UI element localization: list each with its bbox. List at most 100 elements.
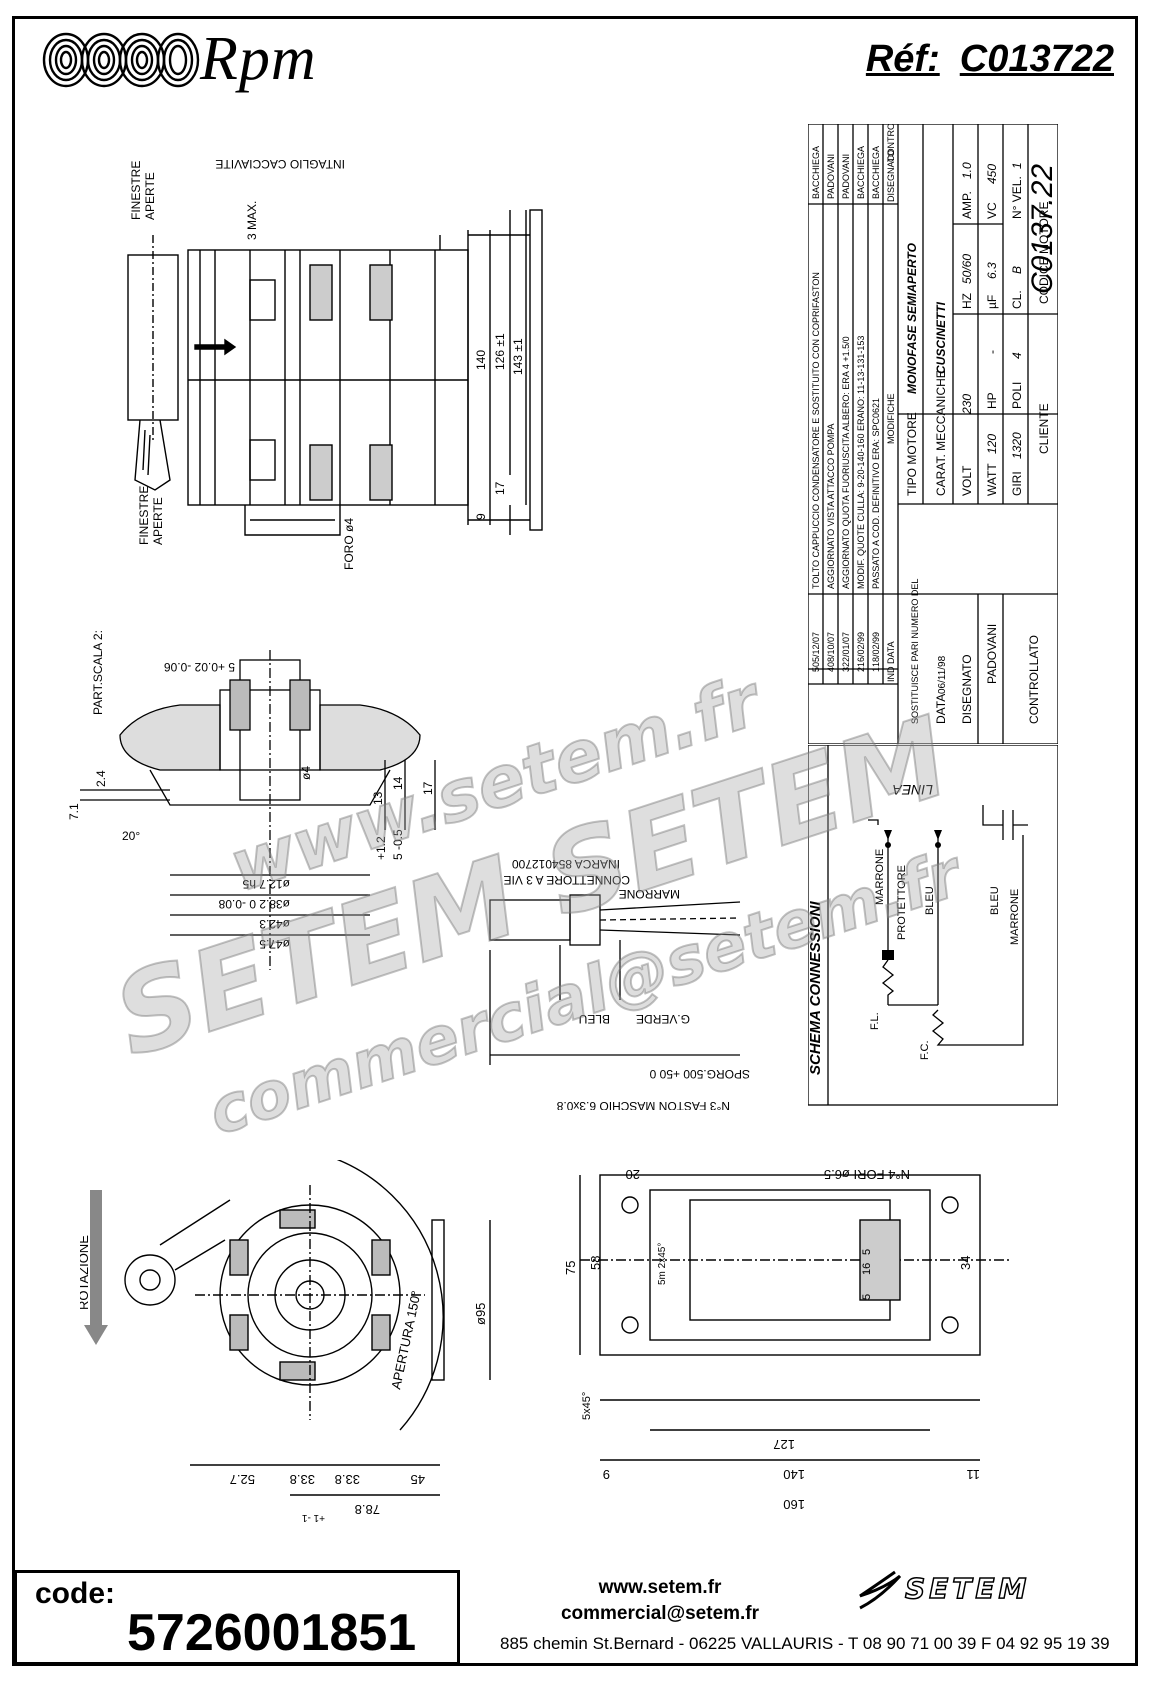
connection-schema: SCHEMA CONNESSIONI LINEA MARRONE PROTETT… [808,745,1058,1106]
code-label: code: [35,1577,116,1610]
setem-swoosh-icon [859,1570,902,1610]
ref-label: Réf: [865,38,940,80]
svg-text:2: 2 [856,667,866,672]
svg-text:5: 5 [861,1294,873,1300]
svg-text:13: 13 [371,791,385,805]
svg-text:9: 9 [474,513,488,520]
svg-text:CONTROLLATO: CONTROLLATO [886,124,896,162]
svg-text:2.4: 2.4 [94,770,108,787]
svg-text:CONTROLLATO: CONTROLLATO [1027,635,1041,724]
svg-text:34: 34 [958,1256,973,1270]
email-link[interactable]: commercial@setem.fr [560,1603,760,1624]
svg-text:143 ±1: 143 ±1 [511,338,525,375]
svg-text:5: 5 [861,1249,873,1255]
svg-text:N°3 FASTON MASCHIO 6.3x0.8: N°3 FASTON MASCHIO 6.3x0.8 [556,1099,730,1110]
reference: Réf:C013722 [866,38,1114,81]
svg-text:TOLTO CAPPUCCIO CONDENSATORE E: TOLTO CAPPUCCIO CONDENSATORE E SOSTITUIT… [811,272,821,589]
svg-text:33.8: 33.8 [290,1472,315,1487]
svg-text:BLEU: BLEU [579,1012,610,1026]
svg-text:MARRONE: MARRONE [1009,889,1021,945]
svg-text:AGGIORNATO VISTA ATTACCO POMPA: AGGIORNATO VISTA ATTACCO POMPA [826,423,836,589]
svg-text:18/02/99: 18/02/99 [871,632,881,667]
svg-text:14: 14 [391,776,405,790]
motor-side-view: FINESTRE APERTE INTAGLIO CACCIAVITE 3 MA… [127,157,543,570]
svg-text:MARRONE: MARRONE [874,849,886,905]
svg-text:3 MAX.: 3 MAX. [245,201,259,240]
svg-text:06/11/98: 06/11/98 [937,655,948,694]
svg-text:5 +0.02 -0.06: 5 +0.02 -0.06 [164,660,235,674]
svg-text:140: 140 [474,350,488,370]
svg-text:F.L.: F.L. [869,1012,881,1030]
svg-text:WATT: WATT [985,463,999,496]
svg-text:µF: µF [985,295,999,309]
svg-text:MARRONE: MARRONE [619,887,680,901]
svg-text:AGGIORNATO QUOTA FUORIUSCITA A: AGGIORNATO QUOTA FUORIUSCITA ALBERO: ERA… [841,336,851,589]
svg-text:DISEGNATO: DISEGNATO [886,150,896,202]
svg-text:ø95: ø95 [473,1303,488,1325]
svg-text:PADOVANI: PADOVANI [841,154,851,199]
svg-text:VOLT: VOLT [960,465,974,496]
svg-text:IND: IND [886,666,896,682]
svg-text:PADOVANI: PADOVANI [826,154,836,199]
brand-name: Rpm [200,25,317,93]
svg-text:3: 3 [841,667,851,672]
svg-text:ROTAZIONE: ROTAZIONE [80,1235,91,1310]
svg-text:PASSATO A COD. DEFINITIVO ERA:: PASSATO A COD. DEFINITIVO ERA: SPC0621 [871,398,881,589]
svg-text:APERTE: APERTE [151,497,165,545]
svg-text:126 ±1: 126 ±1 [493,333,507,370]
code-value: 5726001851 [127,1604,417,1662]
svg-text:1: 1 [871,667,881,672]
website-link[interactable]: www.setem.fr [598,1577,722,1598]
address: 885 chemin St.Bernard - 06225 VALLAURIS … [500,1634,1110,1653]
svg-text:450: 450 [985,164,999,184]
svg-text:1320: 1320 [1010,432,1024,459]
svg-text:ø38.2 0 -0.08: ø38.2 0 -0.08 [218,897,290,911]
svg-text:5x45°: 5x45° [581,1392,593,1420]
rpm-logo-coils [42,32,200,88]
svg-text:11: 11 [967,1467,981,1482]
svg-text:INTAGLIO CACCIAVITE: INTAGLIO CACCIAVITE [215,157,345,171]
svg-text:5: 5 [811,667,821,672]
svg-text:17: 17 [493,481,507,495]
svg-text:20°: 20° [122,829,140,843]
rev-5-date: 05/12/07 [811,632,821,667]
svg-text:+1 -1: +1 -1 [301,1512,325,1523]
svg-text:-: - [985,350,999,354]
svg-text:20: 20 [626,1167,640,1182]
svg-text:B: B [1010,266,1024,274]
svg-text:BACCHIEGA: BACCHIEGA [811,146,821,199]
svg-text:GIRI: GIRI [1010,471,1024,496]
svg-text:75: 75 [563,1261,578,1275]
svg-text:22/01/07: 22/01/07 [841,632,851,667]
svg-text:ø4: ø4 [299,766,313,780]
svg-text:MODIFICHE: MODIFICHE [886,394,896,445]
svg-text:58: 58 [588,1256,603,1270]
svg-text:16: 16 [861,1263,873,1275]
svg-text:PADOVANI: PADOVANI [985,624,999,684]
svg-text:120: 120 [985,434,999,454]
svg-text:16/02/99: 16/02/99 [856,632,866,667]
company-logo: SETEM [904,1571,1031,1606]
svg-text:45: 45 [411,1472,425,1487]
svg-text:08/10/07: 08/10/07 [826,632,836,667]
svg-text:+1.2: +1.2 [374,836,388,860]
svg-text:FINESTRE: FINESTRE [137,486,151,545]
motor-front-view: ROTAZIONE APERTURA 150° ø95 52.7 33.8 33… [80,1160,491,1523]
svg-text:CL.: CL. [1010,290,1024,309]
title-block: 5 4 3 2 1 IND 05/12/07 08/10/07 22/01/07… [808,124,1058,744]
svg-text:MODIF. QUOTE CULLA: 9-20-140-1: MODIF. QUOTE CULLA: 9-20-140-160 ERANO: … [856,336,866,589]
svg-text:AMP.: AMP. [960,191,974,219]
svg-text:INARCA 854012700: INARCA 854012700 [512,857,620,871]
svg-text:5m 2x45°: 5m 2x45° [657,1243,668,1285]
svg-text:160: 160 [783,1497,805,1512]
svg-text:LINEA: LINEA [893,782,933,798]
svg-text:BLEU: BLEU [924,886,936,915]
svg-text:PROTETTORE: PROTETTORE [896,865,908,940]
svg-text:5 -0.5: 5 -0.5 [391,829,405,860]
svg-text:APERTE: APERTE [143,172,157,220]
svg-text:127: 127 [773,1437,795,1452]
svg-text:G.VERDE: G.VERDE [636,1012,690,1026]
svg-text:HZ: HZ [960,293,974,309]
svg-text:4: 4 [826,667,836,672]
svg-text:FORO ø4: FORO ø4 [342,518,356,570]
